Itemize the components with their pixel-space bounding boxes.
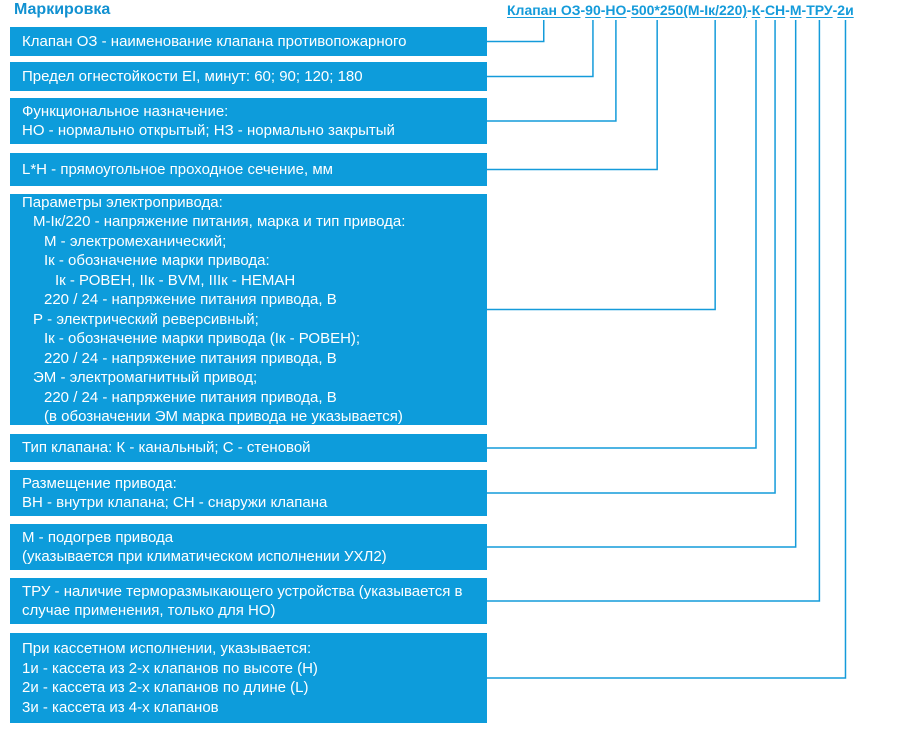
- code-segment-cross-section: 500*250: [631, 2, 684, 18]
- box-cassette-version: При кассетном исполнении, указывается: 1…: [10, 633, 487, 723]
- box-line: Предел огнестойкости EI, минут: 60; 90; …: [22, 67, 363, 85]
- marking-code: Клапан ОЗ-90-НО-500*250(М-Iк/220)-К-СН-М…: [507, 2, 854, 18]
- box-valve-type: Тип клапана: К - канальный; С - стеновой: [10, 434, 487, 462]
- box-line: М-Iк/220 - напряжение питания, марка и т…: [33, 213, 406, 230]
- box-valve-name: Клапан ОЗ - наименование клапана противо…: [10, 27, 487, 56]
- box-drive-parameters: Параметры электропривода: М-Iк/220 - нап…: [10, 194, 487, 425]
- box-line: Р - электрический реверсивный;: [33, 310, 259, 328]
- box-line: (в обозначении ЭМ марка привода не указы…: [44, 408, 403, 425]
- box-line: Iк - обозначение марки привода:: [44, 252, 270, 269]
- box-line: 220 / 24 - напряжение питания привода, В: [44, 388, 337, 406]
- code-separator: -: [600, 2, 606, 18]
- box-line: Тип клапана: К - канальный; С - стеновой: [22, 439, 311, 457]
- box-thermal-release: ТРУ - наличие терморазмыкающего устройст…: [10, 578, 487, 624]
- code-segment-cassette-version: 2и: [837, 2, 854, 18]
- box-line: ЭМ - электромагнитный привод;: [33, 369, 258, 386]
- box-line: ТРУ - наличие терморазмыкающего устройст…: [22, 582, 463, 600]
- box-line: М - подогрев привода: [22, 528, 174, 546]
- box-cross-section: L*H - прямоугольное проходное сечение, м…: [10, 153, 487, 186]
- code-segment-valve-type: К: [751, 2, 761, 18]
- box-line: 220 / 24 - напряжение питания привода, В: [44, 291, 337, 308]
- code-separator: -: [747, 2, 752, 18]
- box-line: случае применения, только для НО): [22, 602, 276, 619]
- box-line: ВН - внутри клапана; СН - снаружи клапан…: [22, 494, 328, 511]
- box-line: 2и - кассета из 2-х клапанов по длине (L…: [22, 679, 309, 696]
- code-segment-thermal-release: ТРУ: [806, 2, 833, 18]
- box-line: Размещение привода:: [22, 474, 177, 492]
- code-segment-functional-purpose: НО: [605, 2, 627, 18]
- code-separator: -: [626, 2, 632, 18]
- code-separator: -: [832, 2, 838, 18]
- box-line: М - электромеханический;: [44, 232, 227, 250]
- page-title: Маркировка: [14, 1, 111, 18]
- box-line: Параметры электропривода:: [22, 193, 223, 211]
- code-separator: -: [580, 2, 586, 18]
- box-drive-placement: Размещение привода: ВН - внутри клапана;…: [10, 470, 487, 516]
- box-line: Iк - обозначение марки привода (Iк - РОВ…: [44, 330, 361, 347]
- code-separator: -: [785, 2, 790, 18]
- code-separator: -: [760, 2, 765, 18]
- box-line: Iк - РОВЕН, IIк - BVM, IIIк - НЕМАН: [55, 271, 296, 289]
- code-segment-drive-heating: М: [789, 2, 802, 18]
- box-line: НО - нормально открытый; НЗ - нормально …: [22, 122, 395, 139]
- box-line: 1и - кассета из 2-х клапанов по высоте (…: [22, 659, 318, 677]
- box-line: 3и - кассета из 4-х клапанов: [22, 698, 219, 716]
- code-segment-fire-resistance: 90: [585, 2, 601, 18]
- box-functional-purpose: Функциональное назначение: НО - нормальн…: [10, 98, 487, 144]
- code-separator: -: [801, 2, 807, 18]
- box-line: L*H - прямоугольное проходное сечение, м…: [22, 160, 333, 178]
- box-drive-heating: М - подогрев привода (указывается при кл…: [10, 524, 487, 570]
- code-segment-drive-parameters: (М-Iк/220): [683, 2, 748, 18]
- box-line: Клапан ОЗ - наименование клапана противо…: [22, 32, 407, 50]
- code-segment-valve-name: Клапан ОЗ: [507, 2, 581, 18]
- box-line: При кассетном исполнении, указывается:: [22, 640, 312, 657]
- code-segment-drive-placement: СН: [764, 2, 786, 18]
- box-line: Функциональное назначение:: [22, 102, 229, 120]
- box-line: 220 / 24 - напряжение питания привода, В: [44, 349, 337, 367]
- box-fire-resistance: Предел огнестойкости EI, минут: 60; 90; …: [10, 62, 487, 91]
- box-line: (указывается при климатическом исполнени…: [22, 548, 387, 565]
